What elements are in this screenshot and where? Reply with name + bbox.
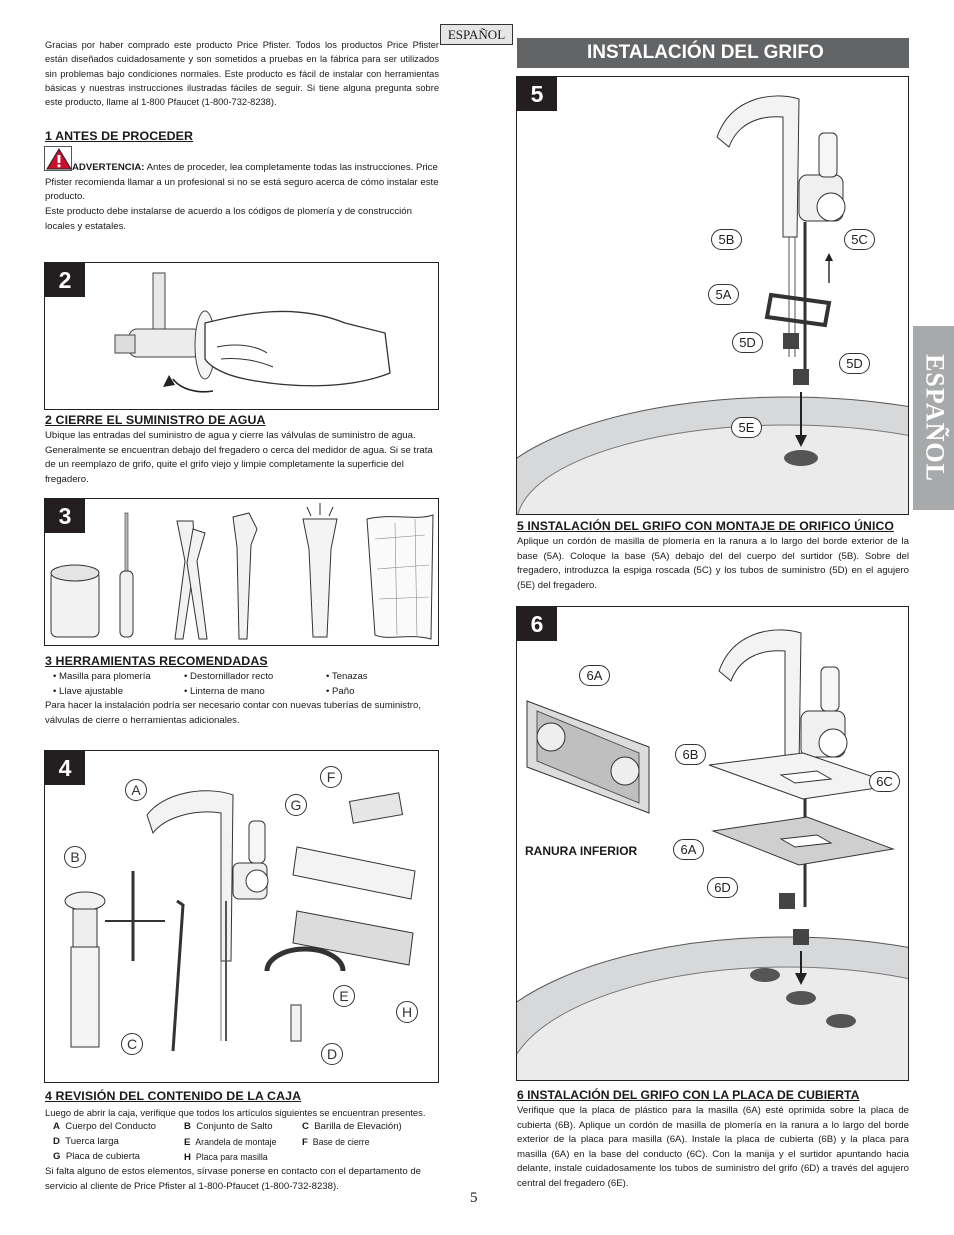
step2-number: 2 [45,263,85,297]
part-label-a: A [125,779,147,801]
callout-5c: 5C [844,229,875,250]
codes-paragraph: Este producto debe instalarse de acuerdo… [45,206,412,232]
step6-illustration: 6 6A 6B 6C 6A 6D RANURA INFERIOR [516,606,909,1081]
step6-number: 6 [517,607,557,641]
tool-putty: • Masilla para plomería [53,671,151,682]
part-label-e: E [333,985,355,1007]
part-label-g: G [285,794,307,816]
callout-6a-lower: 6A [673,839,704,860]
step3-number: 3 [45,499,85,533]
part-label-d: D [321,1043,343,1065]
callout-5a: 5A [708,284,739,305]
page-number: 5 [470,1190,478,1206]
callout-5d-upper: 5D [732,332,763,353]
warning-paragraph: ADVERTENCIA: Antes de proceder, lea comp… [45,161,439,205]
section2-heading: 2 CIERRE EL SUMINISTRO DE AGUA [45,413,266,427]
tools-list-row2: • Llave ajustable • Linterna de mano • P… [53,685,354,700]
step4-illustration: 4 A B C D E F G H [44,750,439,1083]
step2-illustration: 2 [44,262,439,410]
part-item: E Arandela de montaje [184,1136,277,1148]
part-item: G Placa de cubierta [53,1151,140,1163]
warning-icon [44,146,72,171]
part-item: H Placa para masilla [184,1152,268,1164]
section3-heading: 3 HERRAMIENTAS RECOMENDADAS [45,654,268,668]
section4-heading: 4 REVISIÓN DEL CONTENIDO DE LA CAJA [45,1089,302,1103]
ranura-label: RANURA INFERIOR [525,844,638,858]
step5-number: 5 [517,77,557,111]
part-label-b: B [64,846,86,868]
part-label-h: H [396,1001,418,1023]
section6-heading: 6 INSTALACIÓN DEL GRIFO CON LA PLACA DE … [517,1088,860,1102]
section4-intro: Luego de abrir la caja, verifique que to… [45,1107,426,1118]
callout-5b: 5B [711,229,742,250]
callout-6a-upper: 6A [579,665,610,686]
section5-text: Aplique un cordón de masilla de plomería… [517,536,909,591]
part-label-f: F [320,766,342,788]
callout-5d-lower: 5D [839,353,870,374]
intro-paragraph: Gracias por haber comprado este producto… [45,40,439,108]
part-item: F Base de cierre [302,1136,370,1148]
language-tag: ESPAÑOL [440,24,513,45]
section1-heading: 1 ANTES DE PROCEDER [45,129,194,143]
section3-text: Para hacer la instalación podría ser nec… [45,700,421,726]
parts-row: D Tuerca larga E Arandela de montaje F B… [53,1135,402,1151]
tool-wrench: • Llave ajustable [53,686,124,697]
callout-5e: 5E [731,417,762,438]
callout-6d: 6D [707,877,738,898]
part-item: D Tuerca larga [53,1135,119,1147]
section2-text: Ubique las entradas del suministro de ag… [45,430,433,485]
right-column-header: INSTALACIÓN DEL GRIFO [517,38,909,68]
parts-row: A Cuerpo del Conducto B Conjunto de Salt… [53,1120,402,1135]
warning-text: Antes de proceder, lea completamente tod… [45,162,439,203]
tool-cloth: • Paño [326,686,355,697]
section5-heading: 5 INSTALACIÓN DEL GRIFO CON MONTAJE DE O… [517,519,894,533]
side-language-tab: ESPAÑOL [913,326,954,510]
callout-6b: 6B [675,744,706,765]
tool-pliers: • Tenazas [326,671,368,682]
callout-6c: 6C [869,771,900,792]
part-item: C Barilla de Elevación) [302,1121,402,1132]
section6-text: Verifique que la placa de plástico para … [517,1105,909,1189]
warning-label: ADVERTENCIA: [72,162,145,173]
parts-list: A Cuerpo del Conducto B Conjunto de Salt… [53,1120,402,1166]
step5-illustration: 5 5B 5C 5A 5D 5D 5E [516,76,909,515]
part-item: B Conjunto de Salto [184,1121,273,1132]
tools-list-row1: • Masilla para plomería • Destornillador… [53,670,368,685]
section4-text: Si falta alguno de estos elementos, sírv… [45,1166,421,1192]
step3-illustration: 3 [44,498,439,646]
tool-screwdriver: • Destornillador recto [184,671,274,682]
step4-number: 4 [45,751,85,785]
tool-flashlight: • Linterna de mano [184,686,265,697]
part-item: A Cuerpo del Conducto [53,1121,156,1132]
parts-row: G Placa de cubierta H Placa para masilla [53,1150,402,1166]
part-label-c: C [121,1033,143,1055]
